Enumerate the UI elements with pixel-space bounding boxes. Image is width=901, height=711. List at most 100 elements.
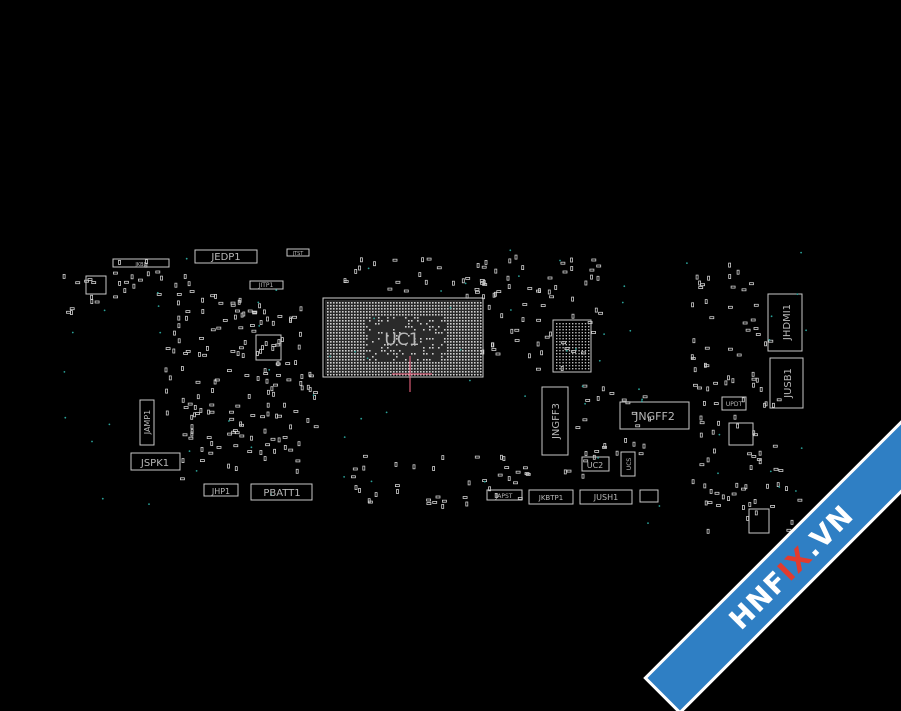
cpu-pin (360, 356, 362, 358)
connector-pbatt1[interactable] (250, 483, 313, 501)
bga-pin (578, 338, 580, 340)
small-part (75, 281, 81, 285)
connector-jngff2[interactable] (619, 401, 690, 430)
chip-ucs[interactable] (620, 451, 636, 477)
boardview-canvas[interactable]: UC1 JEDP1 JKB1 JTST JITP1 JHDMI1 JUSB1 J… (0, 0, 901, 650)
chip-bottom-right[interactable] (748, 508, 770, 534)
connector-jngff3[interactable] (541, 386, 569, 456)
connector-jhdmi1[interactable] (767, 293, 803, 352)
cpu-pin (408, 308, 410, 310)
connector-jtst[interactable] (286, 248, 310, 257)
bga-pin (568, 338, 571, 340)
bga-pin (559, 335, 561, 337)
cpu-pin (456, 371, 458, 373)
cpu-pin (426, 314, 428, 316)
cpu-pin (348, 362, 350, 364)
cpu-pin (471, 335, 473, 337)
cpu-pin (396, 338, 398, 340)
small-part (295, 459, 301, 463)
cpu-pin (453, 341, 455, 343)
small-part (736, 269, 740, 275)
chip-bga-right[interactable] (728, 422, 754, 446)
cpu-pin (468, 332, 470, 334)
small-part (499, 454, 503, 460)
small-part (176, 300, 180, 306)
cpu-pin (459, 368, 461, 370)
cpu-pin (330, 350, 332, 352)
cpu-pin (474, 314, 476, 316)
via (449, 306, 452, 309)
cpu-pin (453, 374, 455, 376)
cpu-pin (432, 314, 434, 316)
cpu-pin (360, 347, 362, 349)
cpu-pin (429, 368, 431, 370)
cpu-pin (393, 314, 395, 316)
cpu-pin (429, 314, 431, 316)
cpu-pin (342, 338, 344, 340)
cpu-pin (360, 305, 362, 307)
connector-japst[interactable] (486, 489, 523, 501)
small-part (461, 278, 465, 284)
cpu-pin (390, 311, 392, 313)
connector-jush1[interactable] (579, 489, 633, 505)
cpu-pin (480, 368, 482, 370)
small-part (751, 377, 757, 381)
small-part (242, 311, 246, 317)
bga-pin (559, 323, 561, 325)
cpu-pin (471, 302, 473, 304)
cpu-pin (342, 365, 344, 367)
cpu-pin (459, 302, 461, 304)
cpu-pin (327, 374, 329, 376)
cpu-pin (357, 359, 359, 361)
connector-jkb1[interactable] (112, 258, 170, 268)
small-part (493, 291, 497, 297)
connector-jspk1[interactable] (130, 452, 181, 471)
small-part (582, 384, 588, 388)
via (778, 486, 781, 488)
via (598, 359, 601, 362)
bga-pin (559, 365, 561, 367)
cpu-pin (396, 314, 398, 316)
small-part (247, 309, 253, 313)
small-part (244, 374, 250, 377)
connector-jhp1[interactable] (203, 483, 239, 497)
cpu-pin (342, 314, 344, 316)
small-part (690, 357, 696, 360)
connector-jitp1[interactable] (249, 280, 284, 290)
bga-pin (559, 347, 561, 349)
cpu-pin (450, 341, 452, 343)
cpu-pin (345, 374, 347, 376)
small-part (624, 437, 627, 443)
cpu-pin (363, 338, 365, 340)
chip-u-bga[interactable] (552, 319, 592, 373)
chip-left-small[interactable] (85, 275, 107, 295)
cpu-pin (393, 362, 395, 364)
small-part (263, 456, 267, 462)
connector-jedp1[interactable] (194, 249, 258, 264)
connector-small-right[interactable] (639, 489, 659, 503)
cpu-pin (336, 335, 338, 337)
via (195, 470, 198, 472)
cpu-pin (471, 371, 473, 373)
cpu-pin (435, 314, 437, 316)
cpu-pin (447, 368, 449, 370)
cpu-pin (336, 332, 338, 334)
connector-jamp1[interactable] (139, 399, 155, 446)
cpu-pin (405, 365, 407, 367)
chip-updt[interactable] (721, 396, 747, 411)
cpu-pin (468, 362, 470, 364)
cpu-pin (450, 371, 452, 373)
cpu-pin (435, 365, 437, 367)
cpu-pin (339, 320, 341, 322)
cpu-pin (327, 305, 329, 307)
small-part (271, 345, 275, 351)
cpu-pin (456, 329, 458, 331)
cpu-pin (480, 344, 482, 346)
chip-left-qfn[interactable] (255, 334, 282, 361)
cpu-pin (372, 311, 374, 313)
cpu-pin (402, 362, 404, 364)
bga-pin (581, 329, 583, 331)
cpu-pin (441, 302, 443, 304)
connector-jkbtp1[interactable] (528, 489, 574, 505)
connector-jusb1[interactable] (769, 357, 804, 409)
